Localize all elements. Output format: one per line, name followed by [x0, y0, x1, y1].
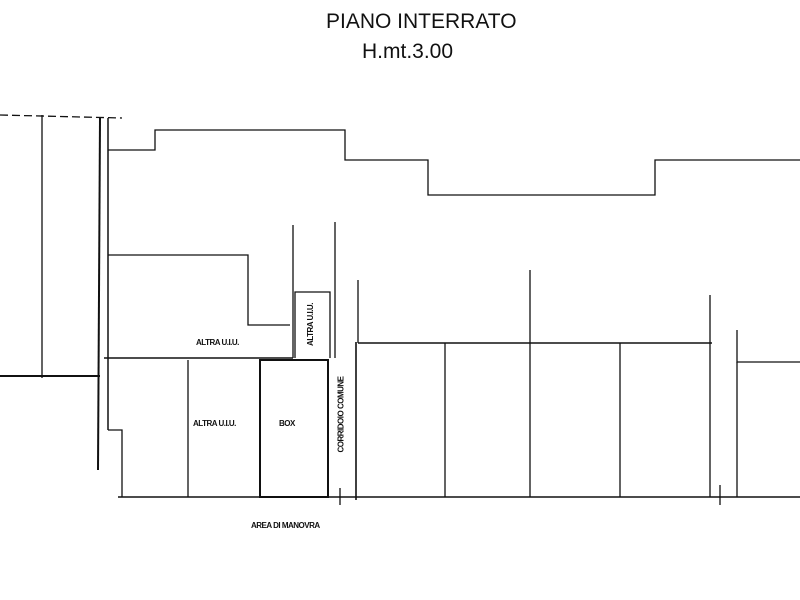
label-altra-uiu-vertical: ALTRA U.I.U.	[305, 303, 315, 346]
box-unit	[259, 359, 329, 498]
outer-top-wall	[108, 129, 800, 196]
boundary-dashed	[0, 114, 123, 119]
small-unit	[294, 291, 331, 358]
floor-height-label: H.mt.3.00	[362, 40, 454, 63]
plan-title: PIANO INTERRATO	[326, 10, 517, 33]
label-box: BOX	[279, 419, 295, 428]
left-wall-outer	[97, 117, 101, 471]
label-area-di-manovra: AREA DI MANOVRA	[251, 521, 320, 530]
upper-unit-wall	[108, 254, 290, 326]
label-corridoio-comune: CORRIDOIO COMUNE	[336, 376, 346, 453]
lower-left-wall	[108, 429, 123, 497]
rightmost-unit	[736, 330, 800, 363]
label-altra-uiu-middle: ALTRA U.I.U.	[193, 419, 236, 428]
label-altra-uiu-top: ALTRA U.I.U.	[196, 338, 239, 347]
